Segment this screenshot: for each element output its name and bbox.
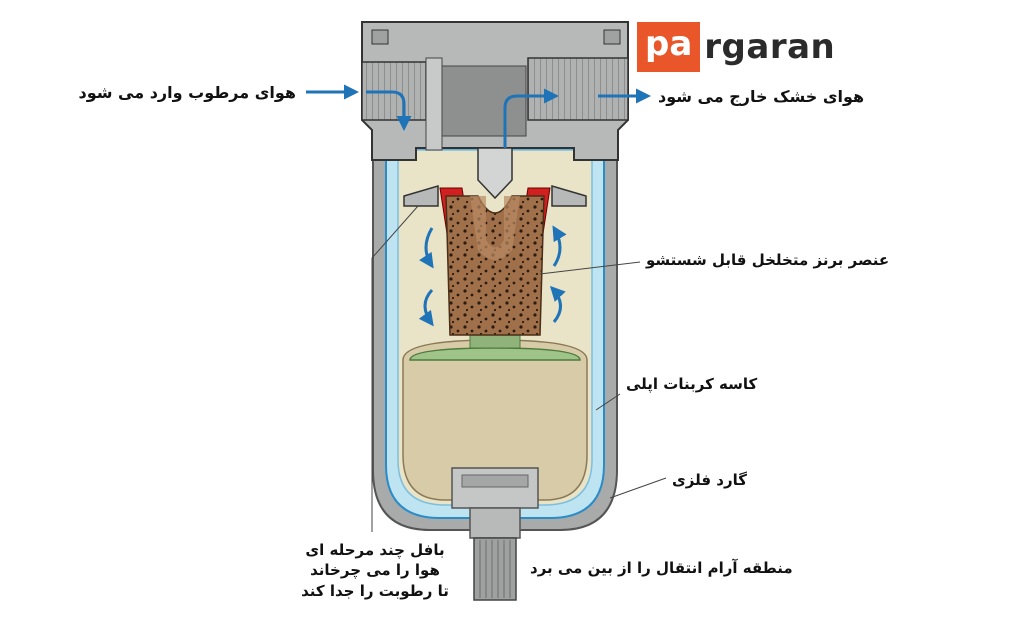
- swirl-arrow-1: [419, 227, 434, 269]
- leader-guard: [609, 477, 667, 499]
- leader-baffle: [371, 205, 419, 532]
- drain-block: [451, 467, 539, 509]
- label-dry-air-out: هوای خشک خارج می شود: [658, 87, 865, 106]
- baffle-line-3: تا رطوبت را جدا کند: [301, 581, 449, 600]
- baffle-line-1: بافل چند مرحله ای: [305, 541, 445, 559]
- swirl-arrow-2: [418, 288, 434, 327]
- label-metal-guard: گارد فلزی: [672, 471, 747, 489]
- leader-bronze: [539, 261, 641, 275]
- outlet-flow-arrow: [503, 88, 559, 148]
- swirl-arrow-3: [552, 225, 567, 267]
- pargaran-logo: pa rgaran: [637, 22, 835, 72]
- drain-nozzle: [473, 537, 517, 601]
- label-bronze-element: عنصر برنز متخلخل قابل شستشو: [646, 251, 890, 269]
- baffle: [403, 184, 439, 207]
- quiet-zone-float: [402, 339, 588, 501]
- label-quiet-zone: منطقه آرام انتقال را از بین می برد: [530, 559, 793, 577]
- inlet-port: [361, 61, 427, 121]
- leader-bowl: [595, 393, 621, 411]
- logo-accent: pa: [637, 22, 701, 72]
- logo-text: rgaran: [704, 27, 836, 67]
- label-polycarbonate-bowl: کاسه کربنات اپلی: [626, 375, 758, 393]
- baffle-line-2: هوا را می چرخاند: [310, 561, 440, 580]
- inlet-flow-arrow: [366, 90, 412, 131]
- label-baffle: بافل چند مرحله ای هوا را می چرخاند تا رط…: [290, 540, 460, 601]
- outlet-port: [527, 57, 629, 121]
- bronze-element: [445, 195, 545, 336]
- swirl-arrow-4: [549, 285, 566, 323]
- label-wet-air-in: هوای مرطوب وارد می شود: [78, 83, 296, 102]
